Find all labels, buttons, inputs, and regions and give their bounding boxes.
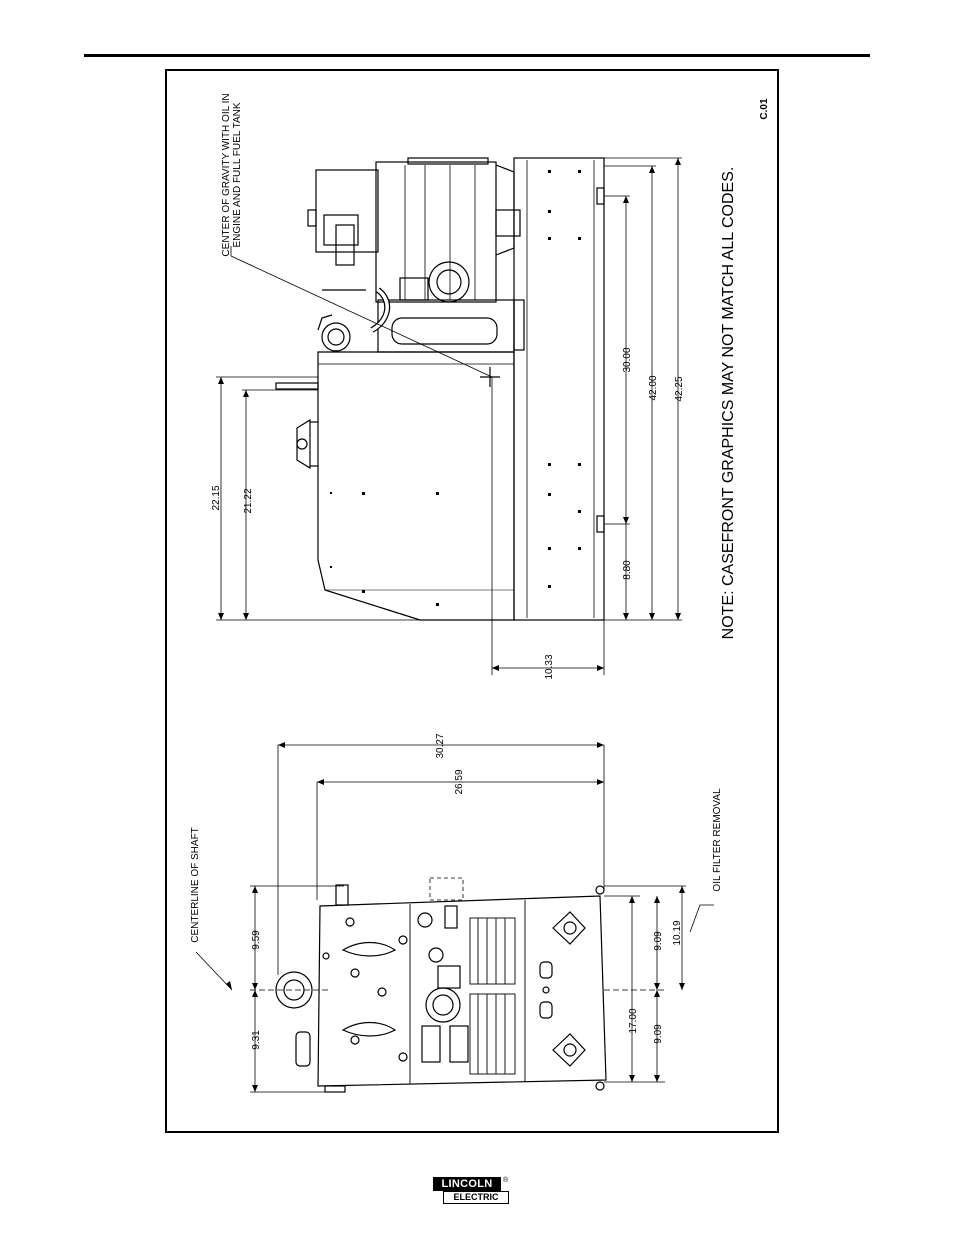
side-view-dimensions: [216, 157, 682, 675]
cog-note-line1: CENTER OF GRAVITY WITH OIL IN: [221, 93, 232, 256]
lift-eye: [275, 971, 313, 1009]
front-view: [275, 877, 607, 1093]
dim-10-19: 10.19: [672, 920, 683, 945]
dim-22-15: 22.15: [211, 485, 222, 510]
breaker: [437, 965, 461, 989]
dim-8-80: 8.80: [622, 560, 633, 580]
dim-9-31: 9.31: [251, 1030, 262, 1050]
base-rail: [513, 157, 605, 621]
engine-block: [375, 161, 497, 303]
base-lug-upper: [552, 911, 586, 945]
header-rule: [84, 54, 870, 57]
louvres: [469, 917, 516, 1075]
case-body: [317, 351, 515, 621]
sheet-code: C.01: [759, 98, 770, 120]
dim-9-09-upper: 9.09: [653, 931, 664, 951]
logo-bottom-text: ELECTRIC: [443, 1191, 509, 1204]
muffler: [321, 322, 351, 352]
side-view: [275, 157, 605, 621]
logo-top-text: LINCOLN: [433, 1177, 501, 1191]
air-cleaner: [315, 169, 379, 253]
logo-registered-mark: ®: [503, 1177, 509, 1184]
casefront-panel: [317, 895, 607, 1087]
rail-holes: [548, 170, 581, 588]
gauge-lower: [341, 1021, 397, 1037]
dim-9-59: 9.59: [251, 930, 262, 950]
receptacle-round: [425, 987, 461, 1023]
cog-leader: [230, 255, 493, 378]
dim-17-00: 17.00: [628, 1008, 639, 1033]
filter-leader: [689, 904, 714, 933]
dim-42-25: 42.25: [674, 376, 685, 401]
front-knob: [296, 418, 311, 470]
centerline-leader: [195, 951, 233, 991]
drawing-frame: [165, 69, 779, 1133]
dim-10-33: 10.33: [544, 654, 555, 679]
oil-filter: [428, 261, 470, 303]
dim-26-59: 26.59: [454, 769, 465, 794]
switch: [428, 947, 444, 963]
centerline-note: CENTERLINE OF SHAFT: [190, 827, 201, 943]
dim-42-00: 42.00: [648, 375, 659, 400]
receptacle-duplex-1: [421, 1025, 441, 1063]
dim-21-22: 21.22: [243, 488, 254, 513]
receptacle-duplex-2: [449, 1025, 469, 1063]
lincoln-electric-logo: LINCOLN ELECTRIC ®: [433, 1177, 509, 1205]
dim-9-09-lower: 9.09: [653, 1024, 664, 1044]
gauge-upper: [341, 941, 397, 957]
base-lug-lower: [552, 1033, 586, 1067]
cog-note-line2: ENGINE AND FULL FUEL TANK: [232, 102, 243, 247]
dim-30-27: 30.27: [435, 733, 446, 758]
front-view-dimensions: [195, 742, 714, 1093]
casefront-note: NOTE: CASEFRONT GRAPHICS MAY NOT MATCH A…: [720, 167, 737, 640]
oil-filter-note: OIL FILTER REMOVAL: [712, 788, 723, 892]
dim-30-00: 30.00: [622, 347, 633, 372]
